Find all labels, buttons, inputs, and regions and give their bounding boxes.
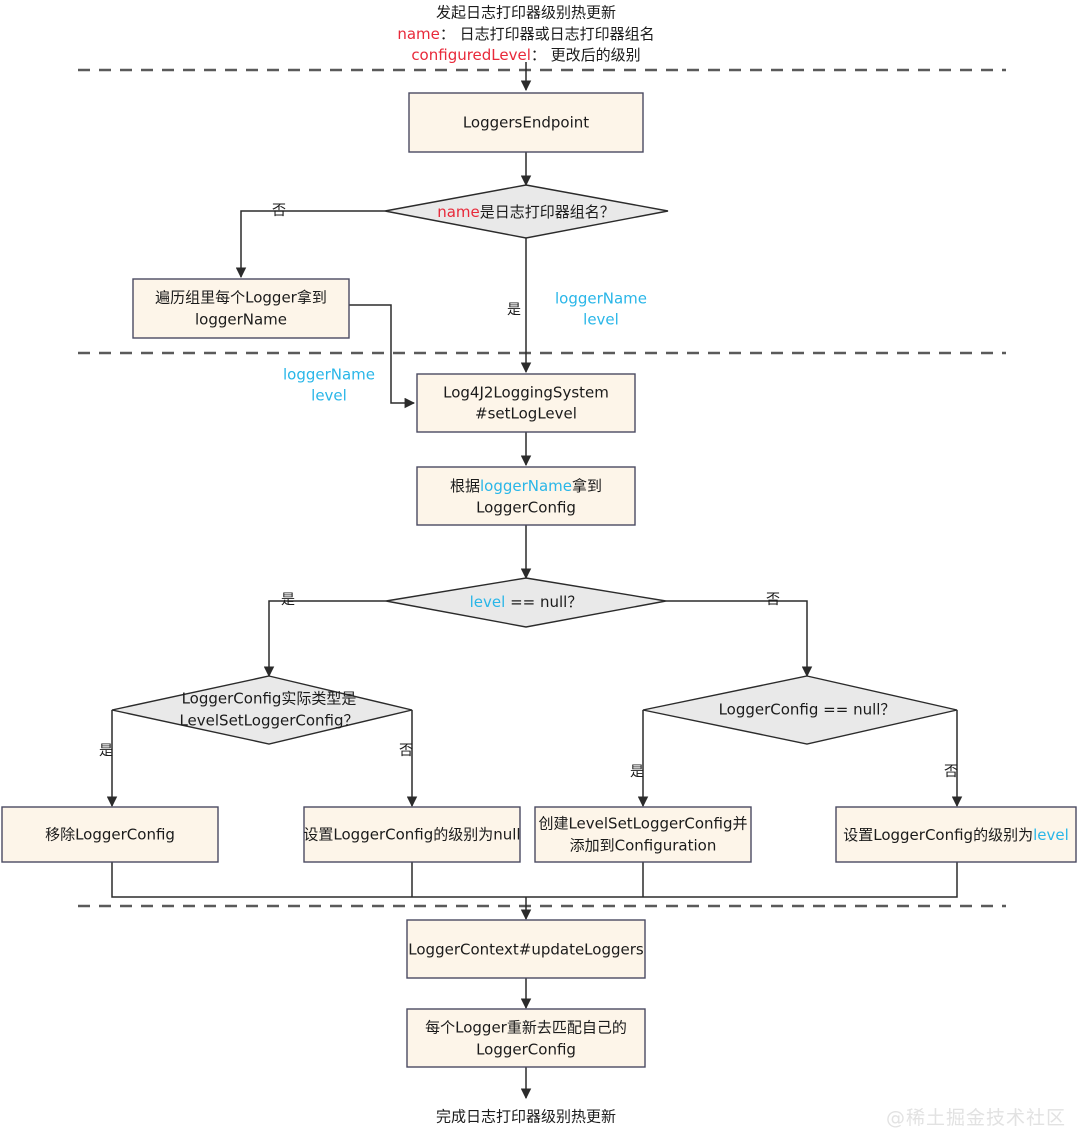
node-get-logger-config-var: loggerName bbox=[480, 477, 572, 495]
node-iterate-group[interactable]: 遍历组里每个Logger拿到 loggerName bbox=[132, 278, 350, 339]
edge-merge-bus bbox=[111, 862, 958, 898]
node-create-levelset-line-1: 创建LevelSetLoggerConfig并 bbox=[538, 815, 747, 833]
node-set-level-level[interactable]: 设置LoggerConfig的级别为level bbox=[835, 806, 1077, 863]
node-set-level-null-shape[interactable] bbox=[303, 806, 521, 863]
node-config-is-null[interactable]: LoggerConfig == null？ bbox=[642, 675, 958, 745]
variable-annotations: loggerName level loggerName level bbox=[283, 290, 647, 405]
edge-iterate-to-setloglevel bbox=[349, 304, 416, 409]
header-line-2: name： 日志打印器或日志打印器组名 bbox=[397, 25, 654, 43]
node-get-logger-config-line-1: 根据loggerName拿到 bbox=[450, 477, 602, 495]
header-line-2-rest: ： 日志打印器或日志打印器组名 bbox=[440, 25, 655, 43]
header-line-3: configuredLevel： 更改后的级别 bbox=[411, 46, 640, 64]
header-line-1: 发起日志打印器级别热更新 bbox=[436, 4, 616, 22]
node-create-levelset-line-2: 添加到Configuration bbox=[570, 837, 717, 855]
node-loggers-endpoint[interactable]: LoggersEndpoint bbox=[408, 92, 644, 153]
node-is-group-name[interactable]: name是日志打印器组名？ bbox=[384, 184, 669, 239]
node-level-is-null-label: level == null？ bbox=[470, 593, 583, 611]
node-remove-config-shape[interactable] bbox=[1, 806, 219, 863]
node-level-is-null-var: level bbox=[470, 593, 506, 611]
header-var-name: name bbox=[397, 25, 440, 43]
node-set-log-level-line-1: Log4J2LoggingSystem bbox=[443, 384, 609, 402]
node-set-level-level-label: 设置LoggerConfig的级别为level bbox=[843, 826, 1069, 844]
watermark: @稀土掘金技术社区 bbox=[885, 1107, 1066, 1129]
node-is-levelset-type[interactable]: LoggerConfig实际类型是 LevelSetLoggerConfig？ bbox=[111, 675, 413, 745]
node-set-level-level-pre: 设置LoggerConfig的级别为 bbox=[843, 826, 1033, 844]
node-iterate-group-shape[interactable] bbox=[132, 278, 350, 339]
edge-label-isgroup-yes: 是 bbox=[507, 302, 521, 318]
node-level-is-null-shape[interactable] bbox=[385, 577, 667, 628]
node-get-logger-config-post: 拿到 bbox=[572, 477, 602, 495]
header-line-3-rest: ： 更改后的级别 bbox=[531, 46, 641, 64]
node-set-level-level-shape[interactable] bbox=[835, 806, 1077, 863]
node-rematch-config-shape[interactable] bbox=[406, 1008, 646, 1068]
node-set-log-level-line-2: #setLogLevel bbox=[475, 405, 577, 423]
node-config-is-null-shape[interactable] bbox=[642, 675, 958, 745]
node-level-is-null-rest: == null？ bbox=[505, 593, 582, 611]
node-is-group-name-rest: 是日志打印器组名？ bbox=[480, 203, 615, 221]
edge-levelnull-yes bbox=[263, 600, 386, 678]
node-update-loggers[interactable]: LoggerContext#updateLoggers bbox=[406, 919, 646, 979]
node-is-levelset-type-shape[interactable] bbox=[111, 675, 413, 745]
edge-labels: 否 是 是 否 是 否 是 否 bbox=[99, 203, 958, 780]
edge-label-levelnull-no: 否 bbox=[766, 592, 780, 608]
node-is-levelset-type-line-2: LevelSetLoggerConfig？ bbox=[179, 712, 358, 730]
edge-label-levelset-no: 否 bbox=[399, 743, 413, 759]
node-create-levelset[interactable]: 创建LevelSetLoggerConfig并 添加到Configuration bbox=[534, 806, 752, 863]
annotation-left-level: level bbox=[311, 387, 347, 405]
node-remove-config-label: 移除LoggerConfig bbox=[45, 826, 175, 844]
footer-caption: 完成日志打印器级别热更新 bbox=[436, 1108, 616, 1126]
node-is-levelset-type-line-1: LoggerConfig实际类型是 bbox=[182, 690, 357, 708]
node-level-is-null[interactable]: level == null？ bbox=[385, 577, 667, 628]
node-set-level-level-var: level bbox=[1033, 826, 1069, 844]
node-is-group-name-label: name是日志打印器组名？ bbox=[437, 203, 615, 221]
node-get-logger-config-line-2: LoggerConfig bbox=[476, 499, 576, 517]
node-create-levelset-shape[interactable] bbox=[534, 806, 752, 863]
node-rematch-config-line-1: 每个Logger重新去匹配自己的 bbox=[425, 1019, 627, 1037]
node-iterate-group-line-2: loggerName bbox=[195, 311, 287, 329]
node-config-is-null-label: LoggerConfig == null？ bbox=[719, 701, 896, 719]
node-set-level-null[interactable]: 设置LoggerConfig的级别为null bbox=[303, 806, 521, 863]
annotation-right-loggername: loggerName bbox=[555, 290, 647, 308]
node-set-log-level[interactable]: Log4J2LoggingSystem #setLogLevel bbox=[416, 373, 636, 433]
header-var-configuredlevel: configuredLevel bbox=[411, 46, 531, 64]
edge-label-levelnull-yes: 是 bbox=[281, 592, 295, 608]
edges bbox=[106, 62, 963, 1100]
node-set-level-null-label: 设置LoggerConfig的级别为null bbox=[303, 826, 520, 844]
annotation-right-level: level bbox=[583, 311, 619, 329]
edge-label-isgroup-no: 否 bbox=[272, 203, 286, 219]
node-update-loggers-shape[interactable] bbox=[406, 919, 646, 979]
node-is-group-name-shape[interactable] bbox=[384, 184, 669, 239]
edge-levelnull-no bbox=[666, 600, 813, 678]
node-loggers-endpoint-label: LoggersEndpoint bbox=[463, 114, 589, 132]
node-rematch-config-line-2: LoggerConfig bbox=[476, 1041, 576, 1059]
annotation-left-loggername: loggerName bbox=[283, 366, 375, 384]
node-set-log-level-shape[interactable] bbox=[416, 373, 636, 433]
node-get-logger-config-pre: 根据 bbox=[450, 477, 480, 495]
node-get-logger-config[interactable]: 根据loggerName拿到 LoggerConfig bbox=[416, 466, 636, 526]
header-caption: 发起日志打印器级别热更新 name： 日志打印器或日志打印器组名 configu… bbox=[397, 4, 654, 64]
node-is-group-name-var: name bbox=[437, 203, 480, 221]
edge-isgroup-no bbox=[235, 210, 385, 279]
node-get-logger-config-shape[interactable] bbox=[416, 466, 636, 526]
edge-label-levelset-yes: 是 bbox=[99, 743, 113, 759]
node-update-loggers-label: LoggerContext#updateLoggers bbox=[408, 941, 644, 959]
edge-label-confignull-yes: 是 bbox=[630, 764, 644, 780]
node-rematch-config[interactable]: 每个Logger重新去匹配自己的 LoggerConfig bbox=[406, 1008, 646, 1068]
node-loggers-endpoint-shape[interactable] bbox=[408, 92, 644, 153]
node-iterate-group-line-1: 遍历组里每个Logger拿到 bbox=[155, 289, 327, 307]
edge-label-confignull-no: 否 bbox=[944, 764, 958, 780]
node-remove-config[interactable]: 移除LoggerConfig bbox=[1, 806, 219, 863]
